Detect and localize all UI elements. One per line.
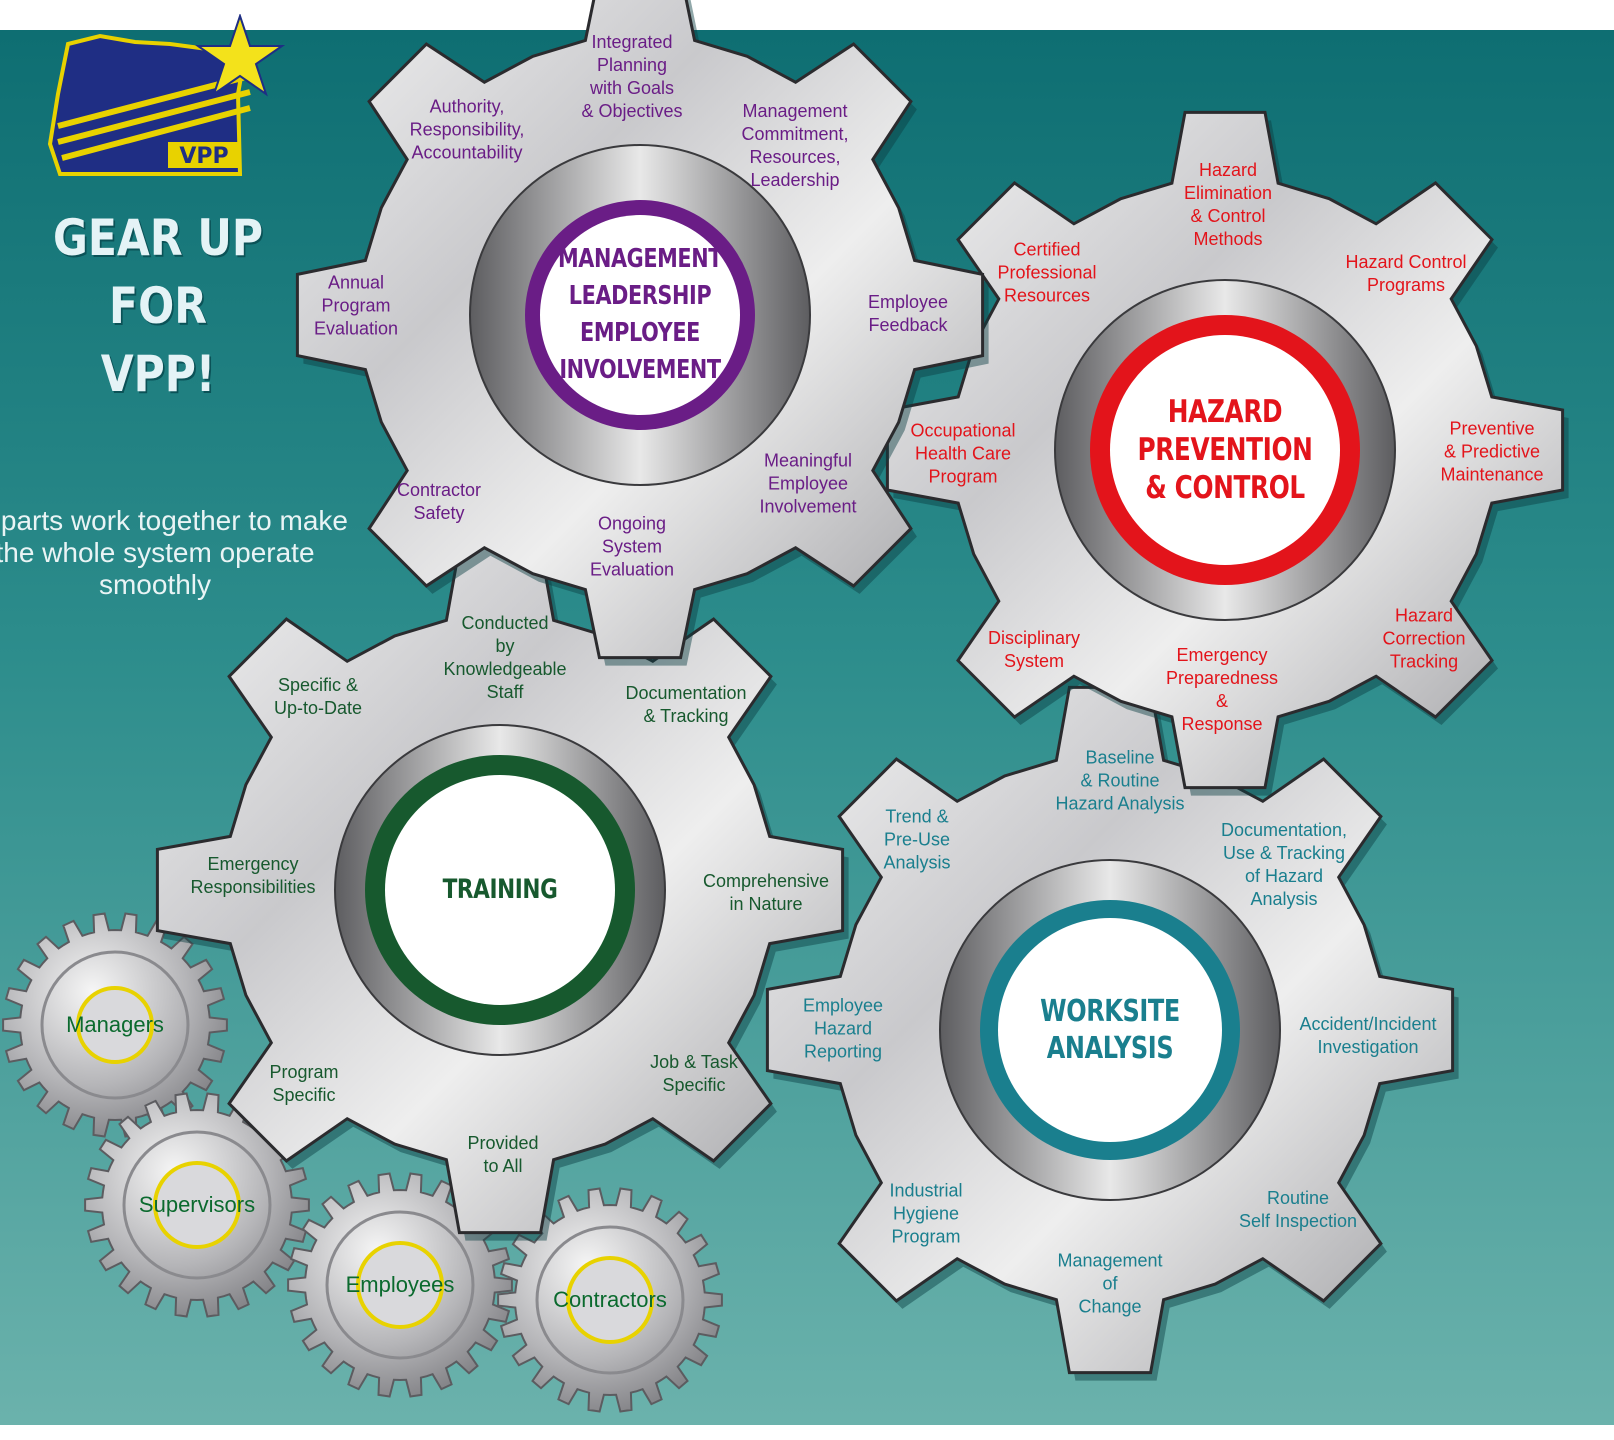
gear-management-tooth-label: Contractor Safety [396, 480, 482, 523]
gear-hazard-title: HAZARD PREVENTION & CONTROL [1137, 394, 1313, 506]
gear-management-tooth-label: Management Commitment, Resources, Leader… [741, 101, 849, 190]
headline: GEAR UP FOR VPP! [53, 209, 263, 403]
gear-hazard-tooth-label: Hazard Correction Tracking [1382, 605, 1466, 672]
gear-management [295, 0, 989, 666]
gear-hazard-tooth-label: Occupational Health Care Program [910, 420, 1016, 487]
gear-worksite-tooth-label: Industrial Hygiene Program [889, 1180, 963, 1247]
gear-management-tooth-label: Ongoing System Evaluation [589, 513, 675, 580]
small-gear-rim [535, 1225, 685, 1375]
gear-hazard [885, 110, 1569, 796]
small-gear-hub [356, 1241, 444, 1329]
gear-worksite-tooth-label: Routine Self Inspection [1238, 1188, 1358, 1231]
small-gear-hub [566, 1256, 654, 1344]
gear-training-tooth-label: Specific & Up-to-Date [273, 675, 363, 718]
gear-training-tooth-label: Program Specific [269, 1062, 339, 1105]
gear-center [540, 215, 740, 415]
gear-management-tooth-label: Authority, Responsibility, Accountabilit… [409, 96, 525, 163]
gear-hazard-tooth-label: Disciplinary System [987, 628, 1081, 671]
star-icon [194, 14, 286, 97]
gear-training-tooth-label: Documentation & Tracking [625, 683, 747, 726]
small-gear-label: Contractors [553, 1287, 667, 1312]
gear-management-tooth-label: Annual Program Evaluation [313, 272, 399, 339]
tagline: All parts work together to make the whol… [0, 505, 348, 600]
gear-worksite-tooth-label: Management of Change [1057, 1250, 1163, 1317]
gear-training-tooth-label: Comprehensive in Nature [702, 871, 830, 914]
gear-hazard-tooth-label: Certified Professional Resources [997, 239, 1097, 306]
gear-hazard-tooth-label: Hazard Elimination & Control Methods [1183, 160, 1273, 249]
gear-training-tooth-label: Provided to All [467, 1133, 539, 1176]
gear-worksite [765, 685, 1459, 1381]
gear-hazard-tooth-label: Preventive & Predictive Maintenance [1440, 418, 1544, 485]
gear-worksite-tooth-label: Accident/Incident Investigation [1299, 1014, 1437, 1057]
small-gear-label: Employees [345, 1272, 455, 1297]
small-gear-managers [2, 912, 228, 1138]
gear-management-tooth-label: Meaningful Employee Involvement [759, 450, 857, 517]
gear-center [1110, 335, 1340, 565]
small-gear-hub [153, 1161, 241, 1249]
gear-worksite-tooth-label: Documentation, Use & Tracking of Hazard … [1220, 820, 1348, 909]
gear-center [998, 918, 1222, 1142]
gear-center [385, 775, 615, 1005]
small-gear-hub [76, 986, 154, 1064]
gear-training-title: TRAINING [442, 874, 558, 905]
gear-training-tooth-label: Job & Task Specific [650, 1052, 738, 1095]
gear-worksite-tooth-label: Trend & Pre-Use Analysis [883, 806, 951, 873]
small-gear-employees [287, 1172, 513, 1398]
gear-training-tooth-label: Emergency Responsibilities [190, 854, 316, 897]
logo-badge [168, 142, 240, 168]
gear-training [155, 545, 849, 1241]
gear-worksite-tooth-label: Employee Hazard Reporting [802, 995, 884, 1062]
gear-management-title: MANAGEMENT LEADERSHIP EMPLOYEE INVOLVEME… [557, 244, 723, 385]
vpp-logo: VPP [47, 14, 286, 176]
logo-text: VPP [179, 144, 228, 169]
gear-training-tooth-label: Conducted by Knowledgeable Staff [443, 613, 567, 702]
small-gear-rim [325, 1210, 475, 1360]
gear-worksite-tooth-label: Baseline & Routine Hazard Analysis [1055, 747, 1185, 814]
gear-worksite-title: WORKSITE ANALYSIS [1040, 994, 1180, 1066]
small-gear-rim [40, 950, 190, 1100]
gear-management-tooth-label: Employee Feedback [867, 292, 949, 335]
gear-hazard-tooth-label: Emergency Preparedness & Response [1165, 645, 1279, 734]
small-gear-rim [122, 1130, 272, 1280]
small-gear-contractors [497, 1187, 723, 1413]
gear-hazard-tooth-label: Hazard Control Programs [1345, 252, 1467, 295]
small-gear-label: Supervisors [138, 1192, 256, 1217]
gear-management-tooth-label: Integrated Planning with Goals & Objecti… [581, 32, 683, 121]
small-gear-label: Managers [66, 1012, 164, 1037]
